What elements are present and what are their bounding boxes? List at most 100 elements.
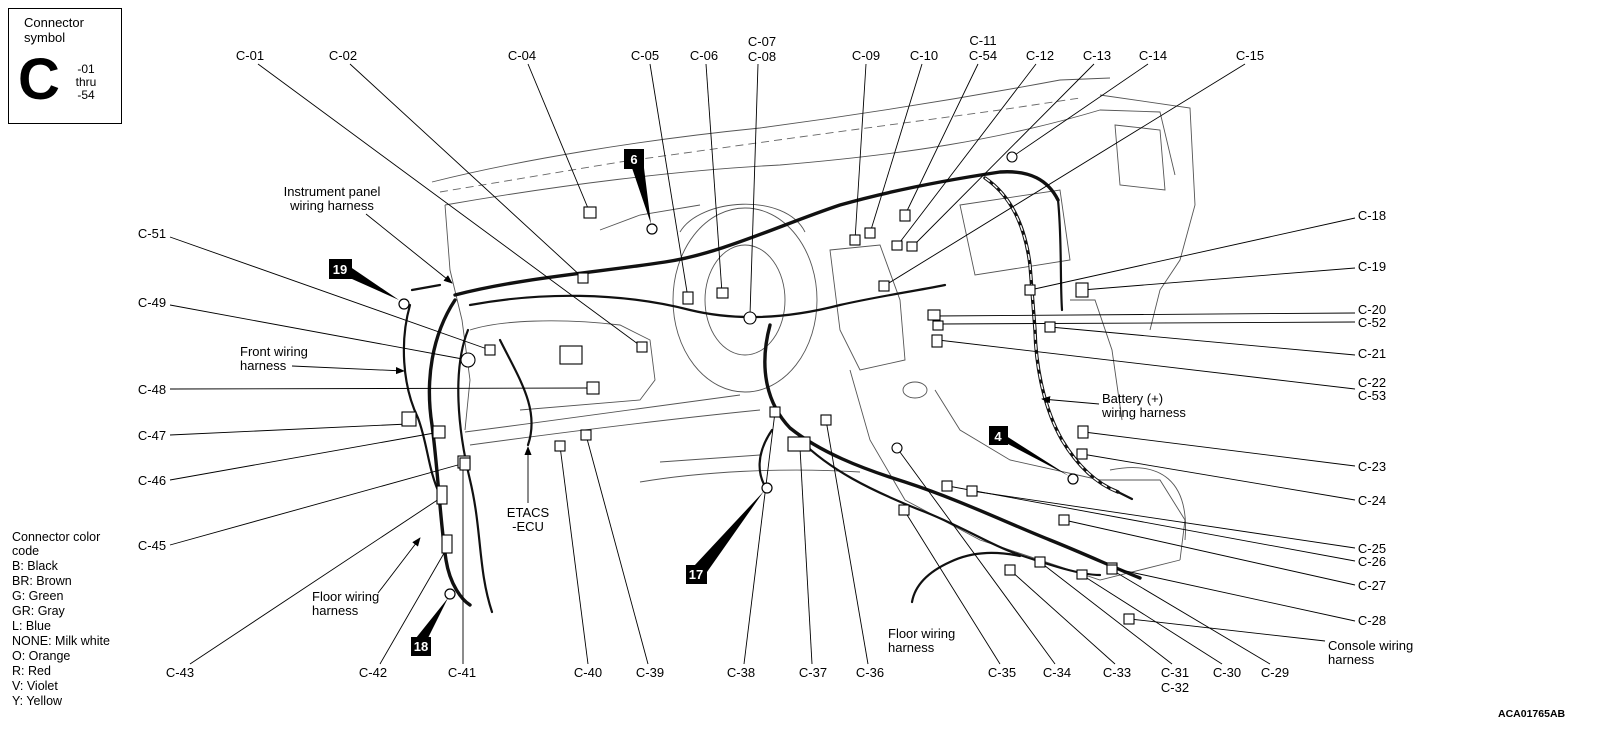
ground-bolt-17 <box>761 482 773 494</box>
battery-cable-end <box>1116 490 1134 501</box>
connector-c21 <box>1044 321 1056 333</box>
leader-line-c09 <box>854 63 867 241</box>
floor-harness-center-label-line2: harness <box>888 640 935 655</box>
connector-label-c47: C-47 <box>138 428 166 443</box>
leader-line-c46 <box>169 431 441 481</box>
connector-c04 <box>583 206 597 219</box>
color-code-entry: GR: Gray <box>12 604 66 618</box>
connector-c05 <box>682 291 694 305</box>
leader-line-c31-c32 <box>1039 561 1173 665</box>
ground-cable-17 <box>758 428 774 490</box>
leader-line-c05 <box>649 63 689 299</box>
ground-bolt-19 <box>398 298 410 310</box>
leader-line-c35 <box>903 509 1001 665</box>
callout-17-number: 17 <box>689 567 703 582</box>
connector-c14 <box>1006 151 1018 163</box>
left-dash-edge <box>444 204 471 431</box>
connector-c07-c08 <box>743 311 757 325</box>
ground-points <box>398 223 1079 600</box>
callout-6-wedge <box>632 168 651 224</box>
connector-c33 <box>1004 564 1016 576</box>
connector-c26 <box>941 480 953 492</box>
connector-c10 <box>864 227 876 239</box>
leader-line-c14 <box>1011 63 1149 158</box>
instrument-panel-harness-label-line2: wiring harness <box>289 198 374 213</box>
connector-label-c25: C-25 <box>1358 541 1386 556</box>
instrument-panel-harness <box>453 170 1060 297</box>
connector-label-c21: C-21 <box>1358 346 1386 361</box>
connector-label-c45: C-45 <box>138 538 166 553</box>
etacs-ecu-unit <box>559 345 583 365</box>
connector-symbol-title-line1: Connector <box>24 15 85 30</box>
connector-label-c06: C-06 <box>690 48 718 63</box>
connector-label-c34: C-34 <box>1043 665 1071 680</box>
connector-label-c24: C-24 <box>1358 493 1386 508</box>
connector-c20 <box>927 309 941 321</box>
connector-symbol-title-line2: symbol <box>24 30 65 45</box>
leader-line-c11-c54 <box>904 63 979 216</box>
callout-4-box <box>989 426 1008 445</box>
connector-console <box>1123 613 1135 625</box>
front-harness <box>402 303 442 497</box>
connector-label-c49: C-49 <box>138 295 166 310</box>
floor-line-mid <box>659 454 761 463</box>
leader-line-c30 <box>1081 574 1223 665</box>
connector-label-c12: C-12 <box>1026 48 1054 63</box>
ground-bolt-18 <box>444 588 456 600</box>
floor-harness-center <box>910 551 1022 604</box>
connector-label-c14: C-14 <box>1139 48 1167 63</box>
connector-symbol-range-end: -54 <box>77 88 95 102</box>
connector-label-c01: C-01 <box>236 48 264 63</box>
color-code-entry: B: Black <box>12 559 59 573</box>
leader-line-c26 <box>947 485 1356 562</box>
floor-harness-left-leader <box>377 537 421 594</box>
right-vent <box>1114 124 1166 191</box>
leader-line-c25 <box>971 490 1356 549</box>
connector-c38 <box>769 406 781 418</box>
callout-6-box <box>624 149 644 169</box>
connector-symbol-range-start: -01 <box>77 62 95 76</box>
color-code-entry: BR: Brown <box>12 574 72 588</box>
connector-symbol-range-thru: thru <box>76 75 97 89</box>
connector-label-c41: C-41 <box>448 665 476 680</box>
connector-label-c36: C-36 <box>856 665 884 680</box>
connector-c39 <box>580 429 592 441</box>
connector-label-c32: C-32 <box>1161 680 1189 695</box>
lower-dash-edge <box>464 394 741 433</box>
color-code-title-line1: Connector color <box>12 530 100 544</box>
cross-member <box>599 204 701 231</box>
connector-label-c18: C-18 <box>1358 208 1386 223</box>
leader-line-console-harness <box>1129 618 1326 642</box>
connector-c40 <box>554 440 566 452</box>
connector-c02 <box>577 272 589 284</box>
connector-label-c20: C-20 <box>1358 302 1386 317</box>
connector-label-c48: C-48 <box>138 382 166 397</box>
callout-18-wedge <box>416 598 448 638</box>
connector-symbol-frame <box>8 8 122 124</box>
connector-label-c28: C-28 <box>1358 613 1386 628</box>
leader-line-c33 <box>1009 569 1116 665</box>
connector-c42 <box>441 534 453 554</box>
color-code-entry: NONE: Milk white <box>12 634 110 648</box>
connector-c48 <box>586 381 600 395</box>
color-code-entry: Y: Yellow <box>12 694 63 708</box>
etacs-ecu-label-line1: ETACS <box>507 505 550 520</box>
floor-line-left <box>639 469 861 483</box>
right-door-panel <box>1099 94 1196 331</box>
leader-line-c47 <box>169 423 409 436</box>
callout-19-wedge <box>346 264 399 300</box>
ground-bolt-4 <box>1067 473 1079 485</box>
color-code-entry: L: Blue <box>12 619 51 633</box>
leader-line-c49 <box>169 304 469 361</box>
connector-c09 <box>849 234 861 246</box>
connector-label-c33: C-33 <box>1103 665 1131 680</box>
connector-c13 <box>906 241 918 252</box>
leader-line-c52 <box>939 321 1356 325</box>
callout-6-number: 6 <box>630 152 637 167</box>
callout-4-wedge <box>1000 432 1069 476</box>
connector-c30 <box>1076 569 1088 580</box>
connector-c24 <box>1076 448 1088 460</box>
leader-line-c40 <box>559 445 589 665</box>
connector-c11-c54 <box>899 209 911 222</box>
glovebox-outline <box>959 189 1071 276</box>
